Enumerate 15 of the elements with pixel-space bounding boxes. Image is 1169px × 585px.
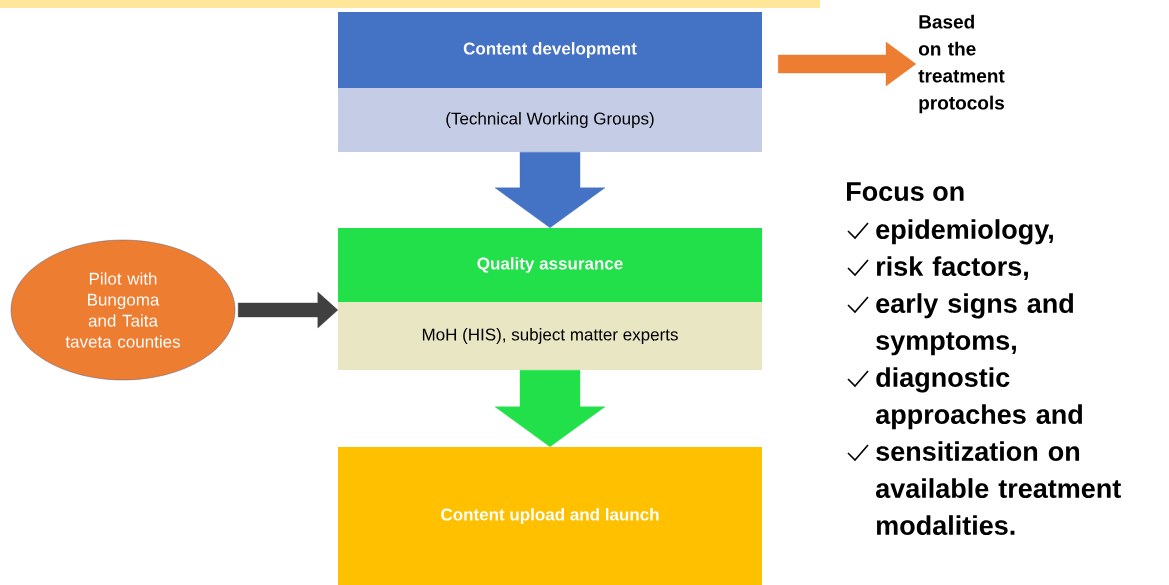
process-box: Content development (Technical Working Groups) — [338, 12, 762, 152]
process-box: Quality assurance MoH (HIS), subject matter experts — [338, 228, 762, 370]
oval-node: Pilot with Bungoma and Taita taveta counties — [10, 239, 236, 381]
block-arrow — [778, 41, 917, 87]
note-text: Based on the treatment protocols — [918, 14, 1005, 114]
list-item: sensitization on available treatment modalities. — [876, 441, 1121, 535]
node-label: MoH (HIS), subject matter experts — [422, 328, 678, 344]
block-arrow — [494, 370, 606, 447]
list-item: risk factors, — [877, 256, 1028, 280]
block-arrow — [238, 291, 338, 329]
heading-text: Focus on — [847, 182, 964, 202]
process-box: Content upload and launch — [338, 447, 762, 585]
node-label: (Technical Working Groups) — [446, 112, 654, 128]
list-item: epidemiology, — [876, 219, 1053, 245]
block-arrow — [494, 152, 606, 228]
